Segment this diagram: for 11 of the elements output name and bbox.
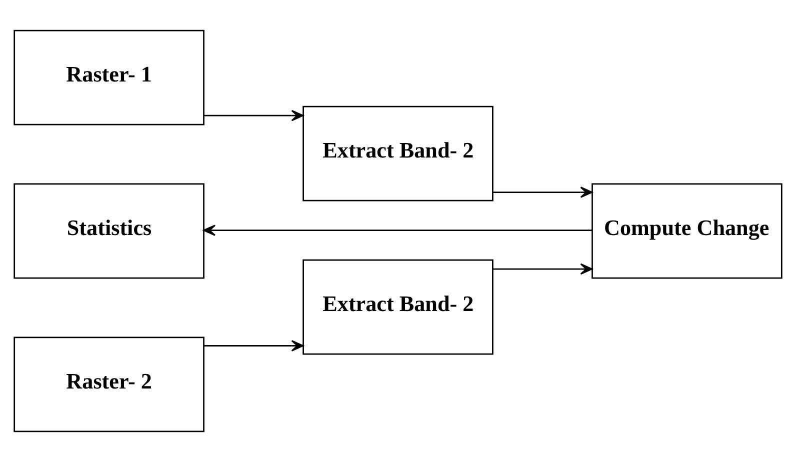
arrow	[493, 186, 593, 198]
node-box: Raster- 1	[14, 30, 204, 126]
node-box: Statistics	[14, 183, 204, 279]
node-box: Raster- 2	[14, 336, 204, 432]
arrow	[204, 110, 304, 122]
node-box: Extract Band- 2	[302, 259, 494, 355]
arrow	[203, 224, 592, 236]
node-box: Compute Change	[592, 183, 782, 279]
node-box: Extract Band- 2	[302, 106, 494, 202]
arrow	[493, 263, 593, 275]
arrow	[204, 340, 304, 352]
